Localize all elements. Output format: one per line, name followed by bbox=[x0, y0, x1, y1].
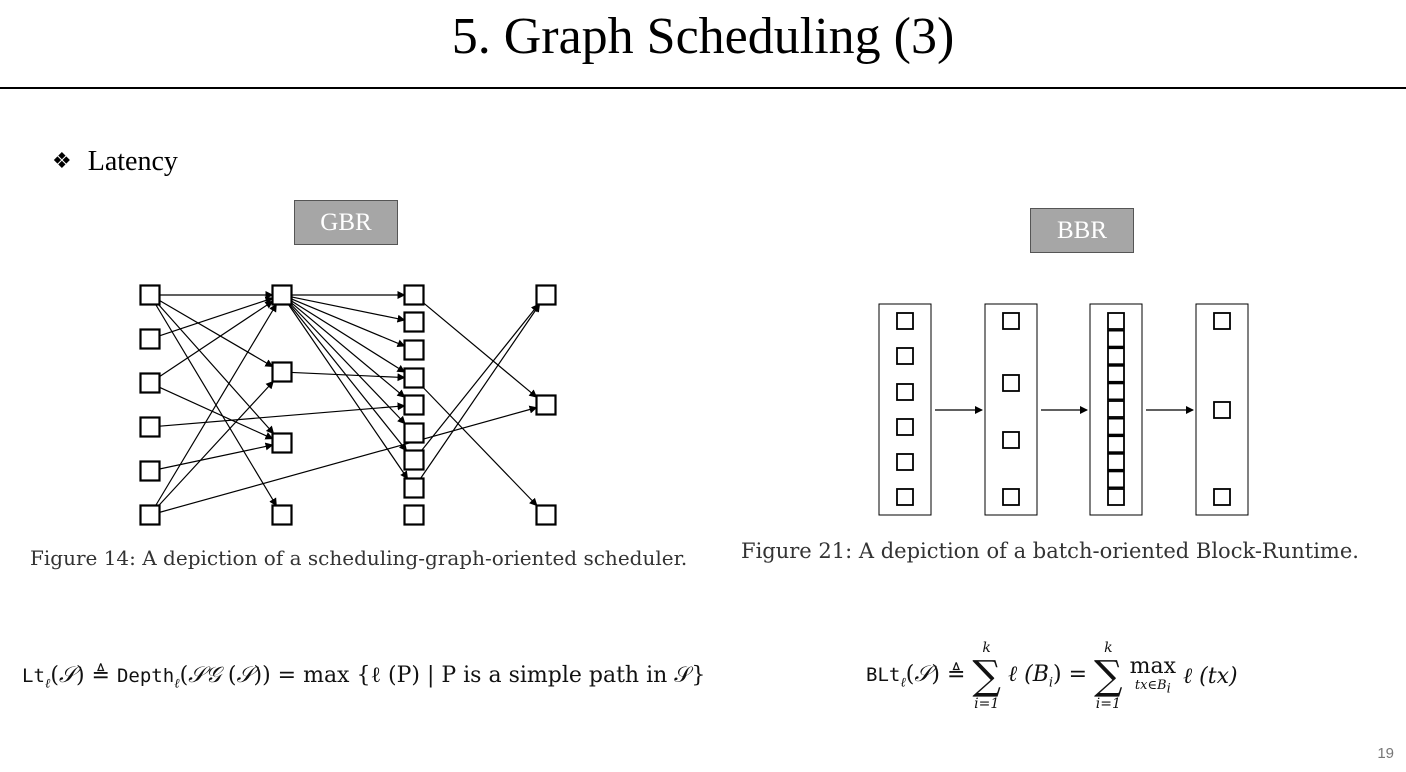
max-operator: max tx∈Bi bbox=[1129, 654, 1176, 697]
gbr-node bbox=[403, 394, 425, 416]
bbr-transaction-node bbox=[1107, 488, 1125, 506]
title-divider bbox=[0, 87, 1406, 89]
bbr-transaction-node bbox=[896, 418, 914, 436]
bbr-transaction-node bbox=[1107, 329, 1125, 348]
latency-formula-batch: BLtℓ(𝒮) ≜ k ∑ i=1 ℓ (Bi) = k ∑ i=1 max t… bbox=[866, 640, 1238, 712]
bbr-transaction-node bbox=[1213, 312, 1231, 330]
gbr-node bbox=[139, 284, 161, 306]
gbr-node bbox=[139, 372, 161, 394]
gbr-node bbox=[139, 504, 161, 526]
gbr-edge-arrow bbox=[422, 387, 538, 507]
sum-operator-2: k ∑ i=1 bbox=[1094, 640, 1123, 712]
bbr-transaction-node bbox=[1002, 431, 1020, 449]
bbr-transaction-node bbox=[1107, 364, 1125, 383]
four-diamond-bullet-icon: ❖ bbox=[52, 149, 72, 174]
gbr-edge-arrow bbox=[159, 300, 274, 367]
bbr-batches bbox=[878, 303, 1249, 516]
gbr-edge-arrow bbox=[290, 304, 406, 425]
gbr-edge-arrow bbox=[158, 304, 275, 435]
bullet-text: Latency bbox=[87, 146, 178, 177]
bbr-transaction-node bbox=[1107, 452, 1125, 471]
bullet-latency: ❖ Latency bbox=[52, 144, 178, 180]
gbr-node bbox=[271, 504, 293, 526]
bbr-batch-container bbox=[878, 303, 932, 516]
gbr-edge-arrow bbox=[420, 303, 541, 479]
gbr-edge-arrow bbox=[291, 302, 406, 398]
bbr-transaction-node bbox=[896, 488, 914, 506]
gbr-edge-arrow bbox=[159, 386, 274, 440]
bbr-transaction-node bbox=[1107, 400, 1125, 418]
depth-function: Depth bbox=[116, 665, 175, 687]
gbr-edge-arrow bbox=[291, 300, 406, 373]
gbr-edges bbox=[155, 291, 541, 513]
gbr-edge-arrow bbox=[421, 303, 540, 451]
bbr-transaction-node bbox=[896, 312, 914, 330]
gbr-edge-arrow bbox=[288, 304, 409, 480]
bbr-figure-caption: Figure 21: A depiction of a batch-orient… bbox=[741, 539, 1359, 563]
gbr-node bbox=[139, 460, 161, 482]
gbr-node bbox=[403, 339, 425, 361]
gbr-node bbox=[403, 311, 425, 333]
page-number: 19 bbox=[1377, 745, 1394, 762]
gbr-node bbox=[271, 432, 293, 454]
gbr-edge-arrow bbox=[159, 402, 406, 427]
gbr-node bbox=[403, 449, 425, 471]
gbr-edge-arrow bbox=[423, 302, 538, 398]
bbr-transaction-node bbox=[896, 383, 914, 401]
gbr-node bbox=[139, 328, 161, 350]
gbr-edge-arrow bbox=[158, 380, 274, 506]
bbr-transaction-node bbox=[1002, 488, 1020, 506]
gbr-node bbox=[403, 367, 425, 389]
latency-formula-rhs: max {ℓ (P) | P is a simple path in 𝒮} bbox=[303, 663, 706, 688]
bbr-transaction-node bbox=[896, 453, 914, 471]
gbr-edge-arrow bbox=[291, 298, 406, 348]
gbr-node bbox=[139, 416, 161, 438]
lt-function: Lt bbox=[22, 665, 45, 687]
gbr-edge-arrow bbox=[289, 304, 408, 452]
sum-operator-1: k ∑ i=1 bbox=[972, 640, 1001, 712]
gbr-node bbox=[403, 504, 425, 526]
gbr-edge-arrow bbox=[159, 405, 538, 513]
gbr-edge-arrow bbox=[155, 303, 277, 506]
bbr-transaction-node bbox=[1002, 374, 1020, 392]
bbr-transaction-node bbox=[896, 347, 914, 365]
gbr-edge-arrow bbox=[291, 371, 406, 382]
bbr-transaction-node bbox=[1002, 312, 1020, 330]
gbr-edge-arrow bbox=[291, 296, 406, 323]
bbr-transaction-node bbox=[1213, 488, 1231, 506]
bbr-transaction-node bbox=[1107, 435, 1125, 454]
bbr-label-box: BBR bbox=[1030, 208, 1134, 253]
gbr-edge-arrow bbox=[159, 442, 274, 470]
bbr-transaction-node bbox=[1107, 417, 1125, 436]
bbr-batch-container bbox=[984, 303, 1038, 516]
bbr-transaction-node bbox=[1107, 382, 1125, 401]
slide-title: 5. Graph Scheduling (3) bbox=[451, 8, 955, 65]
gbr-label-box: GBR bbox=[294, 200, 398, 245]
bbr-transaction-node bbox=[1107, 312, 1125, 330]
gbr-node bbox=[535, 284, 557, 306]
gbr-figure-caption: Figure 14: A depiction of a scheduling-g… bbox=[30, 546, 688, 570]
latency-formula-graph: Ltℓ(𝒮) ≜ Depthℓ(𝒮𝒢 (𝒮)) = max {ℓ (P) | P… bbox=[22, 663, 706, 692]
gbr-nodes bbox=[139, 284, 557, 526]
gbr-node bbox=[271, 284, 293, 306]
gbr-node bbox=[403, 422, 425, 444]
gbr-node bbox=[403, 477, 425, 499]
gbr-node bbox=[271, 361, 293, 383]
gbr-node bbox=[403, 284, 425, 306]
gbr-edge-arrow bbox=[159, 300, 274, 378]
gbr-node bbox=[535, 504, 557, 526]
bbr-transaction-node bbox=[1107, 470, 1125, 489]
gbr-node bbox=[535, 394, 557, 416]
gbr-edge-arrow bbox=[159, 296, 274, 337]
blt-function: BLt bbox=[866, 663, 901, 686]
bbr-transaction-node bbox=[1213, 401, 1231, 419]
bbr-transaction-node bbox=[1107, 347, 1125, 366]
